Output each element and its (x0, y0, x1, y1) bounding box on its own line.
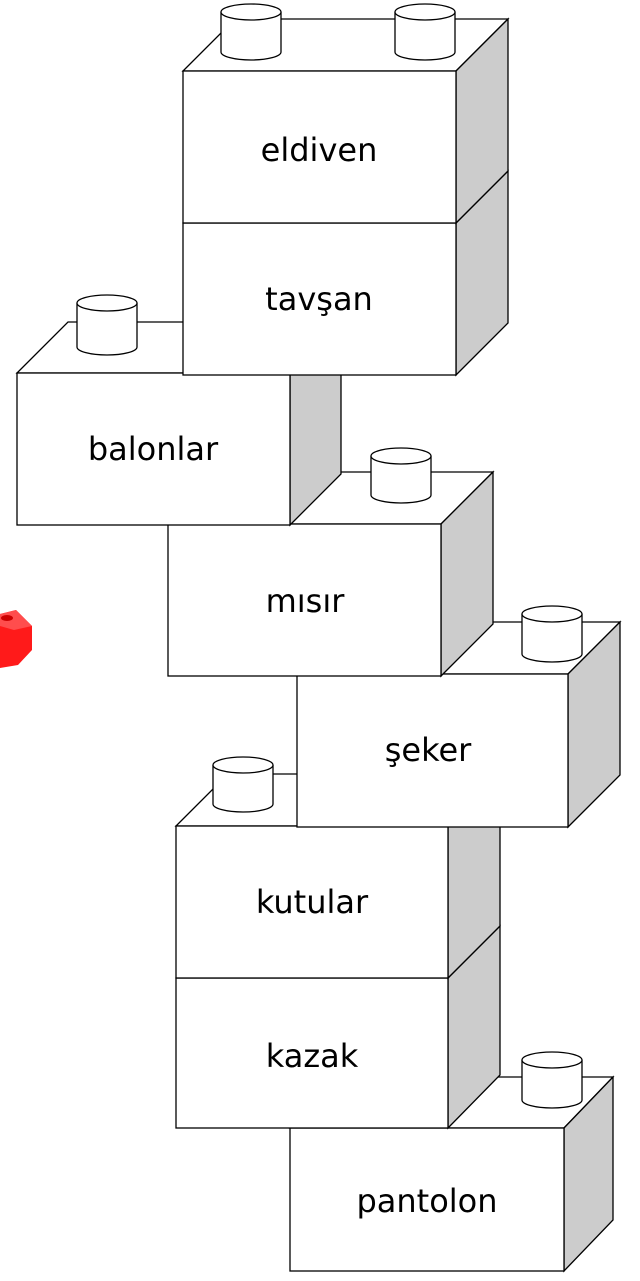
stud (76, 294, 138, 356)
stud (370, 447, 432, 504)
brick-tavsan[interactable]: tavşan (182, 169, 509, 377)
brick-label: mısır (266, 582, 346, 620)
red-brick-piece[interactable] (0, 610, 32, 668)
brick-label: tavşan (265, 280, 373, 318)
stud (521, 605, 583, 663)
brick-label: kazak (266, 1037, 359, 1075)
brick-eldiven[interactable]: eldiven (181, 3, 510, 225)
brick-kazak[interactable]: kazak (175, 924, 501, 1130)
stud (220, 3, 282, 61)
brick-label: pantolon (356, 1182, 497, 1220)
brick-label: kutular (256, 883, 369, 921)
brick-label: şeker (385, 731, 472, 769)
brick-label: balonlar (88, 430, 219, 468)
stud (521, 1051, 583, 1109)
stud (394, 3, 456, 61)
stud (212, 756, 274, 813)
brick-label: eldiven (261, 131, 378, 169)
